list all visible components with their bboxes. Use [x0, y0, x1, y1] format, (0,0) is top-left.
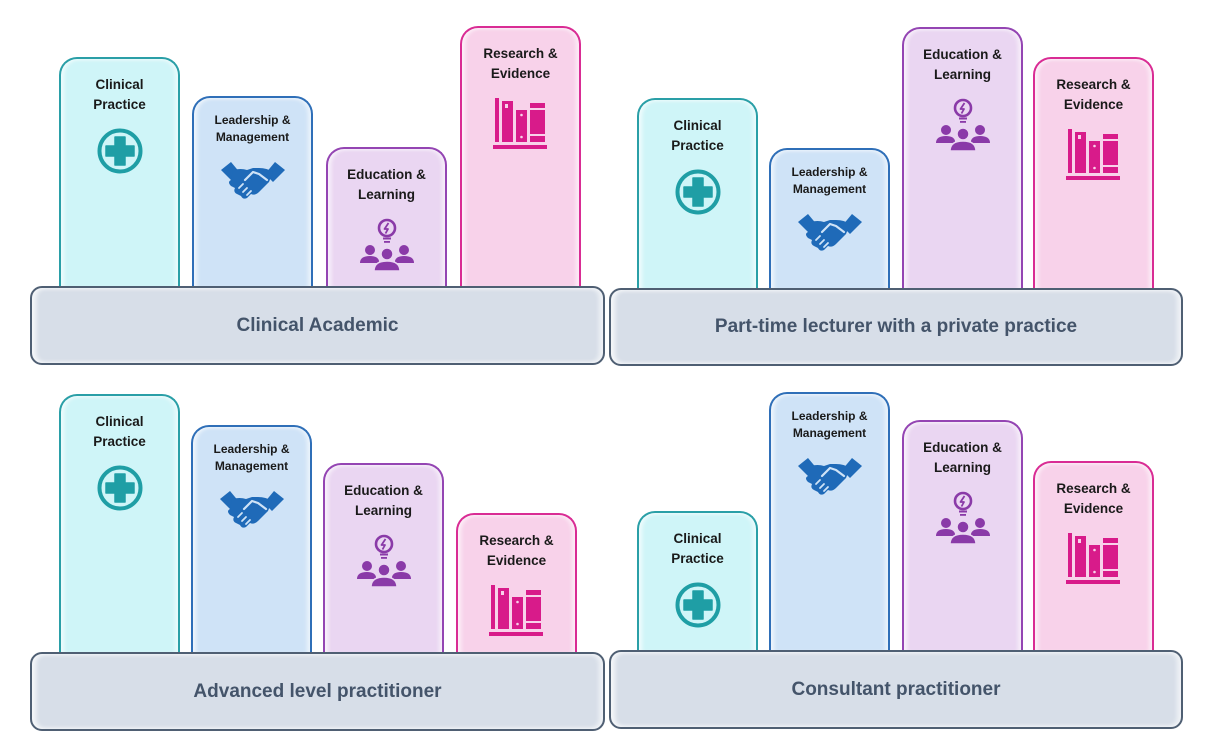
bar-label: Education &Learning	[923, 47, 1002, 82]
bar-label: Leadership &Management	[791, 165, 868, 196]
bar-label: Research &Evidence	[483, 46, 558, 81]
medical-cross-icon	[675, 169, 720, 215]
bar-education-learning: Education &Learning	[902, 27, 1023, 291]
bar-label: Leadership &Management	[213, 442, 290, 473]
bar-label: Education &Learning	[344, 483, 423, 518]
books-icon	[1065, 129, 1120, 180]
panel-title-base: Clinical Academic	[30, 286, 605, 365]
bar-research-evidence: Research &Evidence	[460, 26, 581, 289]
panel-title-base: Advanced level practitioner	[30, 652, 605, 731]
books-icon	[488, 585, 543, 636]
bar-label: Research &Evidence	[1056, 481, 1131, 516]
bar-leadership-management: Leadership &Management	[769, 148, 890, 291]
books-icon	[492, 98, 547, 149]
medical-cross-icon	[97, 128, 142, 174]
panel-title-base: Consultant practitioner	[609, 650, 1183, 729]
lightbulb-team-icon	[935, 98, 990, 152]
bar-research-evidence: Research &Evidence	[456, 513, 577, 655]
bar-label: Leadership &Management	[214, 113, 291, 144]
lightbulb-team-icon	[935, 491, 990, 545]
handshake-icon	[797, 214, 862, 251]
handshake-icon	[219, 491, 284, 528]
medical-cross-icon	[97, 465, 142, 511]
lightbulb-team-icon	[359, 218, 414, 272]
bar-education-learning: Education &Learning	[902, 420, 1023, 653]
bar-leadership-management: Leadership &Management	[192, 96, 313, 289]
bar-label: Education &Learning	[347, 167, 426, 202]
medical-cross-icon	[675, 582, 720, 628]
bar-label: Research &Evidence	[479, 533, 554, 568]
panel-title-base: Part-time lecturer with a private practi…	[609, 288, 1183, 366]
bar-label: Research &Evidence	[1056, 77, 1131, 112]
bar-leadership-management: Leadership &Management	[769, 392, 890, 653]
handshake-icon	[220, 162, 285, 199]
bar-leadership-management: Leadership &Management	[191, 425, 312, 655]
bar-education-learning: Education &Learning	[323, 463, 444, 655]
bar-label: Leadership &Management	[791, 409, 868, 440]
books-icon	[1065, 533, 1120, 584]
bar-label: Education &Learning	[923, 440, 1002, 475]
bar-research-evidence: Research &Evidence	[1033, 461, 1154, 653]
bar-education-learning: Education &Learning	[326, 147, 447, 289]
bar-research-evidence: Research &Evidence	[1033, 57, 1154, 291]
handshake-icon	[797, 458, 862, 495]
lightbulb-team-icon	[356, 534, 411, 588]
